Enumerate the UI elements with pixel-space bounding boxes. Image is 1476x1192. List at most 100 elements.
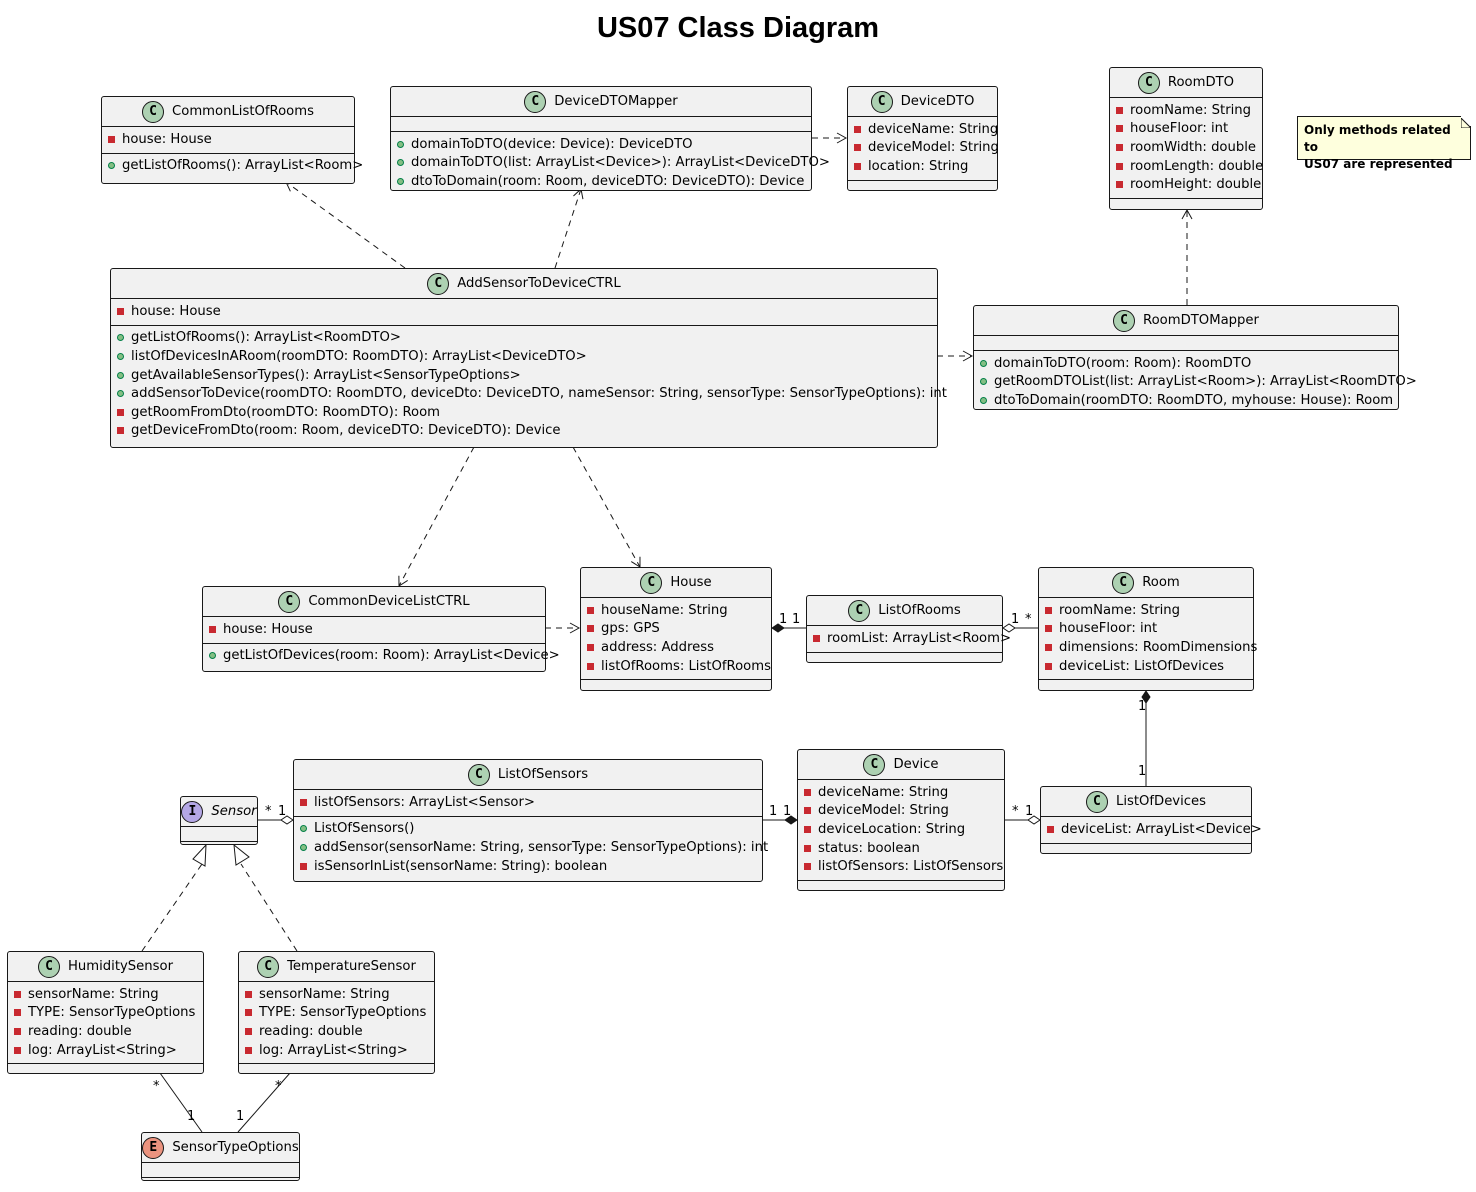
private-visibility-icon bbox=[587, 606, 594, 614]
class-name: AddSensorToDeviceCTRL bbox=[457, 276, 621, 291]
method-row: dtoToDomain(room: Room, deviceDTO: Devic… bbox=[391, 172, 811, 191]
method-section bbox=[239, 1064, 434, 1078]
class-name: HumiditySensor bbox=[68, 959, 173, 974]
attribute-section: deviceList: ArrayList<Device> bbox=[1041, 817, 1262, 844]
method-text: addSensorToDevice(roomDTO: RoomDTO, devi… bbox=[131, 386, 947, 402]
method-text: domainToDTO(device: Device): DeviceDTO bbox=[411, 136, 693, 152]
private-visibility-icon bbox=[300, 798, 307, 806]
private-visibility-icon bbox=[854, 162, 861, 170]
private-visibility-icon bbox=[209, 625, 216, 633]
method-text: listOfDevicesInARoom(roomDTO: RoomDTO): … bbox=[131, 348, 587, 364]
method-row: getRoomDTOList(list: ArrayList<Room>): A… bbox=[974, 373, 1417, 392]
private-visibility-icon bbox=[587, 625, 594, 633]
public-visibility-icon bbox=[980, 378, 987, 386]
class-stereotype-icon: C bbox=[427, 272, 450, 295]
attribute-row: deviceList: ListOfDevices bbox=[1039, 657, 1253, 676]
attribute-text: house: House bbox=[223, 621, 313, 637]
attribute-row: houseFloor: int bbox=[1110, 120, 1262, 139]
class-stereotype-icon: C bbox=[257, 955, 280, 978]
attribute-row: address: Address bbox=[581, 638, 771, 657]
public-visibility-icon bbox=[397, 177, 404, 185]
attribute-row: deviceModel: String bbox=[798, 802, 1004, 821]
method-text: isSensorInList(sensorName: String): bool… bbox=[314, 858, 608, 874]
mult-los-dev-los: 1 bbox=[769, 804, 778, 819]
note: Only methods related to US07 are represe… bbox=[1297, 116, 1473, 171]
mult-lor-room-lor: 1 bbox=[1011, 612, 1020, 627]
attribute-text: listOfSensors: ArrayList<Sensor> bbox=[314, 794, 535, 810]
attribute-text: location: String bbox=[868, 158, 969, 174]
method-row: getDeviceFromDto(room: Room, deviceDTO: … bbox=[111, 422, 937, 441]
private-visibility-icon bbox=[854, 144, 861, 152]
class-name: Device bbox=[893, 757, 939, 772]
method-section bbox=[8, 1064, 203, 1078]
method-section bbox=[142, 1178, 299, 1192]
private-visibility-icon bbox=[117, 427, 124, 435]
private-visibility-icon bbox=[14, 1009, 21, 1017]
method-text: dtoToDomain(roomDTO: RoomDTO, myhouse: H… bbox=[994, 392, 1394, 408]
attribute-text: log: ArrayList<String> bbox=[28, 1042, 177, 1058]
attribute-section: house: House bbox=[203, 617, 545, 644]
note-fold bbox=[1460, 116, 1473, 129]
private-visibility-icon bbox=[1047, 825, 1054, 833]
enum-stereotype-icon: E bbox=[142, 1136, 165, 1159]
attribute-text: deviceModel: String bbox=[868, 140, 999, 156]
class-name: Room bbox=[1142, 575, 1180, 590]
class-stereotype-icon: C bbox=[467, 763, 490, 786]
private-visibility-icon bbox=[117, 307, 124, 315]
attribute-row: listOfRooms: ListOfRooms bbox=[581, 657, 771, 676]
public-visibility-icon bbox=[108, 162, 115, 170]
attribute-row: house: House bbox=[203, 620, 545, 639]
private-visibility-icon bbox=[1116, 143, 1123, 151]
attribute-text: log: ArrayList<String> bbox=[259, 1042, 408, 1058]
mult-house-lor-lor: 1 bbox=[792, 612, 801, 627]
method-row: domainToDTO(room: Room): RoomDTO bbox=[974, 354, 1398, 373]
method-row: dtoToDomain(roomDTO: RoomDTO, myhouse: H… bbox=[974, 391, 1398, 410]
attribute-row: roomList: ArrayList<Room> bbox=[807, 629, 1011, 648]
attribute-text: sensorName: String bbox=[259, 986, 390, 1002]
mult-hum-sto-sto: 1 bbox=[187, 1109, 196, 1124]
attribute-row: sensorName: String bbox=[8, 985, 203, 1004]
private-visibility-icon bbox=[14, 1027, 21, 1035]
private-visibility-icon bbox=[813, 634, 820, 642]
public-visibility-icon bbox=[117, 390, 124, 398]
private-visibility-icon bbox=[804, 863, 811, 871]
method-row: addSensor(sensorName: String, sensorType… bbox=[294, 838, 768, 857]
attribute-section bbox=[142, 1163, 299, 1178]
public-visibility-icon bbox=[117, 334, 124, 342]
private-visibility-icon bbox=[245, 1027, 252, 1035]
method-row: domainToDTO(list: ArrayList<Device>): Ar… bbox=[391, 154, 830, 173]
method-section bbox=[1039, 680, 1253, 694]
method-text: ListOfSensors() bbox=[314, 821, 415, 837]
attribute-text: deviceList: ListOfDevices bbox=[1059, 658, 1225, 674]
method-row: isSensorInList(sensorName: String): bool… bbox=[294, 857, 762, 876]
method-section: domainToDTO(device: Device): DeviceDTO do… bbox=[391, 132, 830, 195]
note-line-2: US07 are represented bbox=[1304, 157, 1453, 171]
mult-room-lod-room: 1 bbox=[1138, 699, 1147, 714]
public-visibility-icon bbox=[980, 359, 987, 367]
attribute-row: deviceName: String bbox=[798, 783, 1004, 802]
method-section bbox=[848, 181, 997, 195]
attribute-text: roomWidth: double bbox=[1130, 139, 1257, 155]
private-visibility-icon bbox=[1045, 643, 1052, 651]
attribute-text: roomName: String bbox=[1130, 102, 1252, 118]
dep-ctrl-commondevicelistctrl bbox=[398, 446, 475, 587]
method-row: getListOfRooms(): ArrayList<Room> bbox=[102, 157, 363, 176]
assoc-humidity-sensortypeoptions bbox=[159, 1072, 203, 1133]
class-stereotype-icon: C bbox=[1113, 309, 1136, 332]
attribute-text: deviceName: String bbox=[868, 121, 999, 137]
agg-listofsensors-diamond bbox=[280, 815, 294, 825]
mult-dev-lod-dev: * bbox=[1012, 804, 1019, 819]
